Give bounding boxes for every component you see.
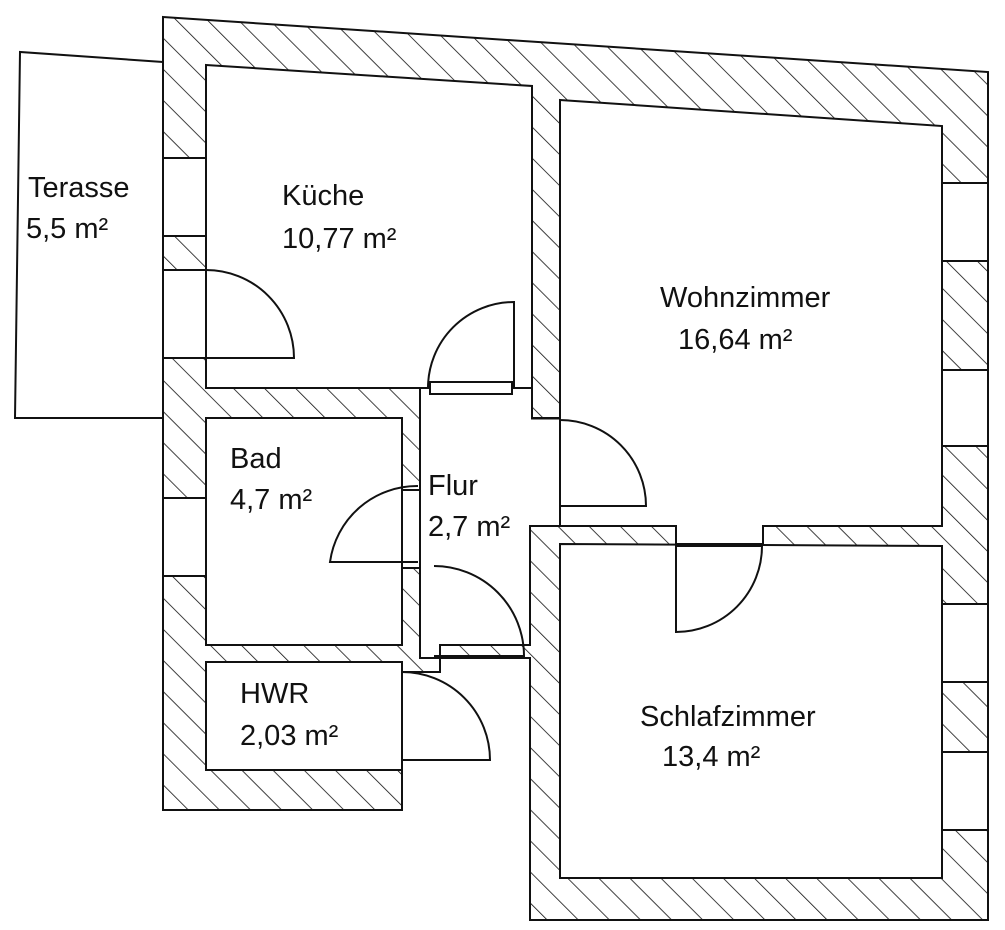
window-kueche: [162, 157, 207, 237]
room-name: Flur: [428, 470, 478, 502]
terrace-outline: [13, 50, 164, 419]
doorway-flur-kueche: [429, 381, 513, 395]
room-area: 13,4 m²: [662, 741, 761, 773]
room-name: HWR: [240, 678, 309, 710]
door-swing-terrace: [205, 269, 296, 359]
window-wohnzimmer-2: [941, 369, 989, 447]
door-swing-bad: [328, 484, 419, 563]
door-swing-schlafzimmer: [675, 545, 764, 634]
window-bad: [162, 497, 207, 577]
room-name: Wohnzimmer: [660, 282, 831, 314]
room-name: Küche: [282, 180, 364, 212]
room-label-wohnzimmer: Wohnzimmer 16,64 m²: [660, 282, 831, 356]
door-swing-kueche: [427, 300, 515, 389]
room-wohnzimmer: [559, 98, 943, 545]
window-wohnzimmer-1: [941, 182, 989, 262]
room-area: 5,5 m²: [26, 213, 109, 245]
room-flur: [419, 387, 561, 659]
room-label-kueche: Küche 10,77 m²: [282, 180, 397, 255]
room-name: Terasse: [28, 172, 130, 204]
room-area: 10,77 m²: [282, 223, 397, 255]
room-hwr: [205, 661, 403, 771]
door-swing-hwr: [401, 671, 492, 761]
room-label-flur: Flur 2,7 m²: [428, 470, 511, 543]
window-schlafzimmer-1: [941, 603, 989, 683]
room-label-schlafzimmer: Schlafzimmer 13,4 m²: [640, 701, 816, 773]
room-label-terasse: Terasse 5,5 m²: [26, 172, 130, 245]
room-label-hwr: HWR 2,03 m²: [240, 678, 339, 752]
room-name: Bad: [230, 443, 282, 475]
room-label-bad: Bad 4,7 m²: [230, 443, 313, 516]
window-schlafzimmer-2: [941, 751, 989, 831]
room-name: Schlafzimmer: [640, 701, 816, 733]
doorway-terrace: [162, 269, 207, 359]
door-swing-wohnzimmer: [532, 417, 648, 507]
doorway-bad: [401, 489, 421, 569]
room-area: 2,03 m²: [240, 720, 339, 752]
room-area: 16,64 m²: [678, 324, 793, 356]
room-schlafzimmer: [559, 542, 943, 879]
room-area: 4,7 m²: [230, 484, 313, 516]
room-area: 2,7 m²: [428, 511, 511, 543]
door-swing-flur: [433, 565, 526, 657]
